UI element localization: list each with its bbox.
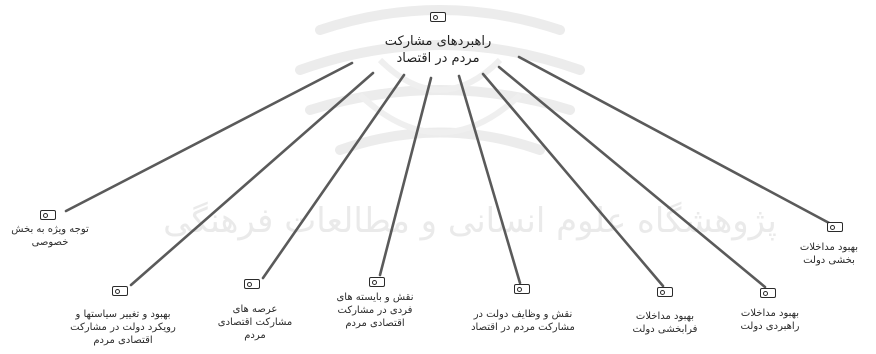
node-icon-n4[interactable] (369, 277, 385, 287)
connector-line-n2 (129, 71, 375, 287)
connector-line-n3 (261, 73, 406, 280)
node-icon-n6[interactable] (657, 287, 673, 297)
node-label-n6[interactable]: بهبود مداخلات فرابخشی دولت (632, 311, 698, 335)
connector-line-n4 (378, 76, 433, 277)
node-icon-n8[interactable] (827, 222, 843, 232)
node-label-n7[interactable]: بهبود مداخلات راهبردی دولت (740, 308, 800, 332)
connector-line-n8 (517, 55, 833, 226)
node-icon-n2[interactable] (112, 286, 128, 296)
node-label-n5[interactable]: نقش و وظایف دولت در مشارکت مردم در اقتصا… (471, 309, 575, 333)
node-label-n2[interactable]: بهبود و تغییر سیاستها و رویکرد دولت در م… (70, 309, 176, 346)
node-icon-n1[interactable] (40, 210, 56, 220)
node-icon-n3[interactable] (244, 279, 260, 289)
root-node-label[interactable]: راهبردهای مشارکت مردم در اقتصاد (384, 34, 492, 66)
node-label-n3[interactable]: عرصه های مشارکت اقتصادی مردم (217, 304, 293, 341)
node-label-n8[interactable]: بهبود مداخلات بخشی دولت (799, 242, 859, 266)
node-label-n4[interactable]: نقش و بایسته های فردی در مشارکت اقتصادی … (336, 292, 414, 329)
connector-line-n5 (457, 74, 522, 285)
node-icon-n7[interactable] (760, 288, 776, 298)
connector-line-n6 (481, 72, 665, 288)
root-node-icon[interactable] (430, 12, 446, 22)
connector-line-n1 (64, 61, 354, 213)
connector-line-n7 (497, 65, 767, 289)
node-label-n1[interactable]: توجه ویژه به بخش خصوصی (11, 224, 89, 248)
node-icon-n5[interactable] (514, 284, 530, 294)
